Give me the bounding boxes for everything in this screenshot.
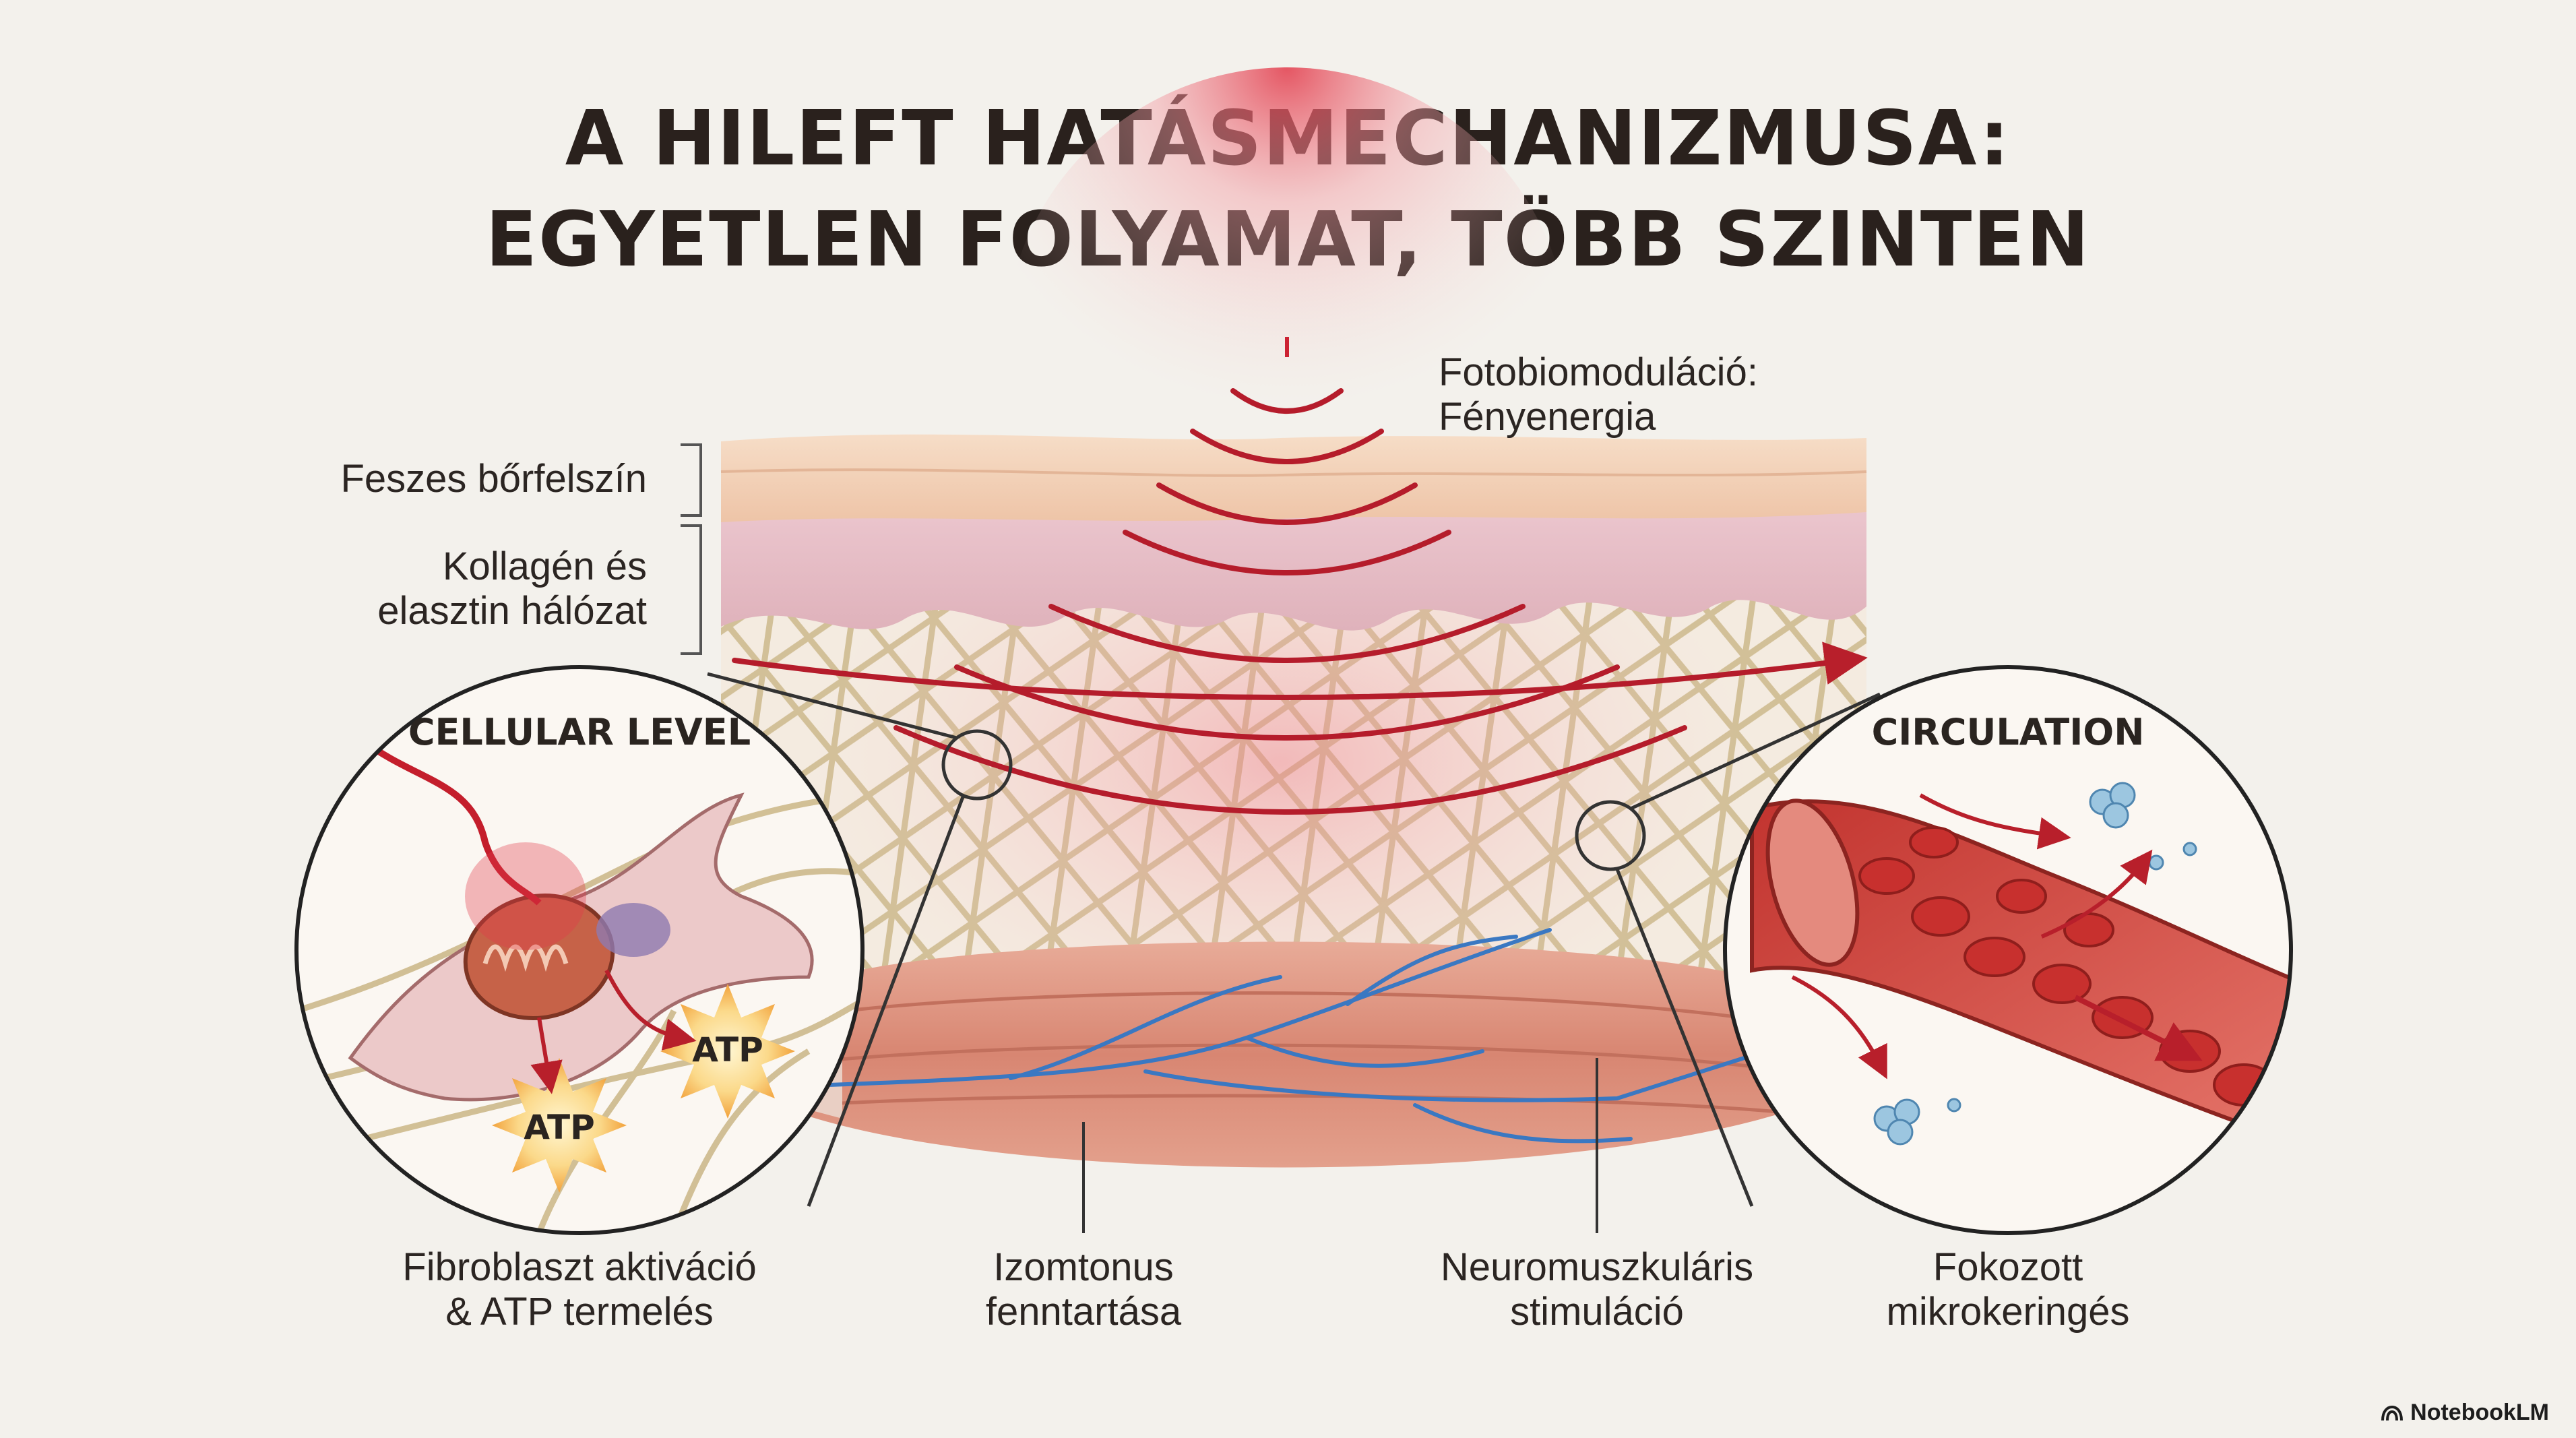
circulation-title: CIRCULATION (1872, 711, 2145, 753)
microcirculation-label-line-2: mikrokeringés (1886, 1290, 2130, 1334)
zoom-connectors (707, 672, 1881, 1207)
collagen-label-line-1: Kollagén és (442, 544, 647, 588)
microcirculation-label: Fokozott mikrokeringés (1819, 1245, 2197, 1334)
neuro-label-line-2: stimuláció (1510, 1290, 1684, 1334)
surface-label: Feszes bőrfelszín (340, 457, 647, 501)
collagen-label-line-2: elasztin hálózat (377, 589, 647, 633)
light-waves-icon (732, 388, 1868, 815)
collagen-label: Kollagén és elasztin hálózat (270, 544, 647, 633)
muscle-tone-label: Izomtonus fenntartása (881, 1245, 1286, 1334)
arrow-icon (530, 1017, 563, 1094)
neuro-label: Neuromuszkuláris stimuláció (1395, 1245, 1799, 1334)
cellular-level-inset: ATP ATP (294, 665, 865, 1235)
fibroblast-label-line-2: & ATP termelés (445, 1290, 714, 1334)
microcirculation-label-line-1: Fokozott (1933, 1245, 2083, 1289)
light-label-line-1: Fotobiomoduláció: (1439, 350, 1758, 394)
notebooklm-icon (2381, 1405, 2404, 1420)
atp-burst-icon (660, 984, 795, 1119)
cellular-level-title: CELLULAR LEVEL (408, 711, 751, 753)
layer-brackets (681, 443, 702, 655)
light-label: Fotobiomoduláció: Fényenergia (1439, 350, 1758, 439)
light-label-line-2: Fényenergia (1439, 395, 1656, 439)
neuro-label-line-1: Neuromuszkuláris (1440, 1245, 1754, 1289)
fibroblast-label: Fibroblaszt aktiváció & ATP termelés (337, 1245, 822, 1334)
muscle-tone-label-line-1: Izomtonus (993, 1245, 1174, 1289)
muscle-tone-label-line-2: fenntartása (985, 1290, 1182, 1334)
brand-watermark: NotebookLM (2381, 1400, 2549, 1426)
atp-label-1: ATP (692, 1030, 763, 1069)
circulation-inset (1723, 665, 2293, 1235)
atp-label-2: ATP (524, 1108, 595, 1147)
atp-burst-icon (492, 1058, 627, 1193)
arrow-icon (604, 969, 697, 1051)
nerve-network (827, 928, 1767, 1144)
fibroblast-label-line-1: Fibroblaszt aktiváció (402, 1245, 757, 1289)
brand-name: NotebookLM (2410, 1400, 2549, 1425)
